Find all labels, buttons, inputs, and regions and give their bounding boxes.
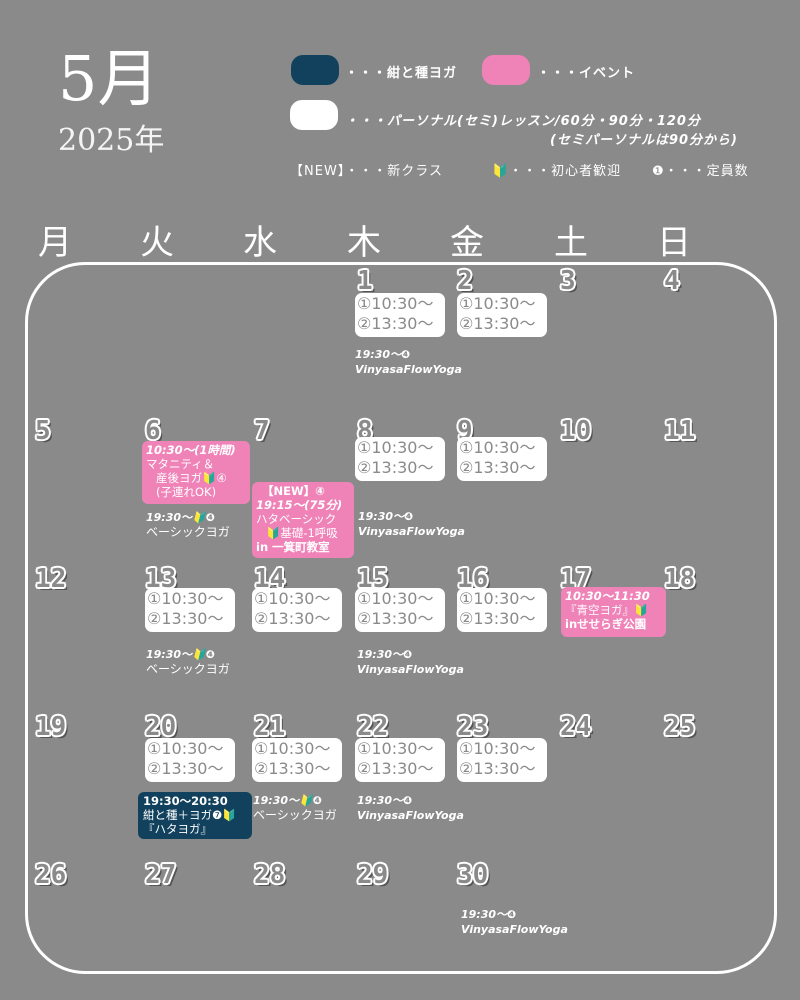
calendar-frame <box>25 262 777 974</box>
weekday-tue: 火 <box>140 223 174 263</box>
day-11: 11 <box>664 416 696 446</box>
legend-personal-note: (セミパーソナルは90分から) <box>550 133 738 148</box>
weekday-thu: 木 <box>347 223 381 263</box>
day-15: 15 <box>357 564 389 594</box>
legend-navy-label: ・・・紺と種ヨガ <box>345 66 458 81</box>
day-19: 19 <box>35 712 67 742</box>
personal-slot-15[interactable]: ①10:30〜②13:30〜 <box>355 588 445 632</box>
day-23: 23 <box>457 712 489 742</box>
month-title: 5月 <box>58 42 160 115</box>
hatha-basic-new-event[interactable]: 【NEW】④ 19:15〜(75分) ハタベーシック 🔰基礎-1呼吸 in 一箕… <box>252 482 354 558</box>
personal-slot-16[interactable]: ①10:30〜②13:30〜 <box>457 588 547 632</box>
legend-personal-label: ・・・パーソナル(セミ)レッスン/60分・90分・120分 <box>345 114 701 129</box>
outdoor-yoga-event[interactable]: 10:30〜11:30 『青空ヨガ』🔰 inせせらぎ公園 <box>561 587 666 637</box>
day-27: 27 <box>145 860 177 890</box>
legend-new-label: 【NEW】・・・新クラス <box>290 164 444 179</box>
maternity-yoga-event[interactable]: 10:30〜(1時間) マタニティ＆ 産後ヨガ🔰④ (子連れOK) <box>142 441 250 504</box>
legend-personal-swatch <box>290 100 338 130</box>
weekday-sun: 日 <box>657 223 691 263</box>
day-12: 12 <box>35 564 67 594</box>
day-22: 22 <box>357 712 389 742</box>
day-28: 28 <box>254 860 286 890</box>
day-1: 1 <box>357 266 373 296</box>
day-16: 16 <box>457 564 489 594</box>
day-3: 3 <box>560 266 576 296</box>
day-21: 21 <box>254 712 286 742</box>
day-26: 26 <box>35 860 67 890</box>
day-18: 18 <box>664 564 696 594</box>
weekday-fri: 金 <box>450 223 484 263</box>
day-14: 14 <box>254 564 286 594</box>
personal-slot-9[interactable]: ①10:30〜②13:30〜 <box>457 437 547 481</box>
day-13: 13 <box>145 564 177 594</box>
day-25: 25 <box>664 712 696 742</box>
weekday-sat: 土 <box>554 223 588 263</box>
day-4: 4 <box>664 266 680 296</box>
day-29: 29 <box>357 860 389 890</box>
day-24: 24 <box>560 712 592 742</box>
navy-hatha-yoga-event[interactable]: 19:30〜20:30 紺と種＋ヨガ❼🔰 『ハタヨガ』 <box>138 792 252 839</box>
personal-slot-13[interactable]: ①10:30〜②13:30〜 <box>145 588 235 632</box>
day-7: 7 <box>254 416 270 446</box>
weekday-wed: 水 <box>243 223 277 263</box>
day-30: 30 <box>457 860 489 890</box>
legend-beginner-label: 🔰・・・初心者歓迎 <box>492 164 622 179</box>
legend-event-swatch <box>482 55 530 85</box>
personal-slot-1[interactable]: ①10:30〜②13:30〜 <box>355 293 445 337</box>
personal-slot-8[interactable]: ①10:30〜②13:30〜 <box>355 437 445 481</box>
day-6: 6 <box>145 416 161 446</box>
personal-slot-21[interactable]: ①10:30〜②13:30〜 <box>252 738 342 782</box>
personal-slot-22[interactable]: ①10:30〜②13:30〜 <box>355 738 445 782</box>
personal-slot-23[interactable]: ①10:30〜②13:30〜 <box>457 738 547 782</box>
day-20: 20 <box>145 712 177 742</box>
year-title: 2025年 <box>58 123 165 158</box>
legend-event-label: ・・・イベント <box>537 66 636 81</box>
day-2: 2 <box>457 266 473 296</box>
day-5: 5 <box>35 416 51 446</box>
legend-capacity-label: ❶・・・定員数 <box>652 164 749 179</box>
personal-slot-2[interactable]: ①10:30〜②13:30〜 <box>457 293 547 337</box>
day-10: 10 <box>560 416 592 446</box>
weekday-mon: 月 <box>38 223 72 263</box>
personal-slot-14[interactable]: ①10:30〜②13:30〜 <box>252 588 342 632</box>
legend-navy-swatch <box>291 55 339 85</box>
personal-slot-20[interactable]: ①10:30〜②13:30〜 <box>145 738 235 782</box>
